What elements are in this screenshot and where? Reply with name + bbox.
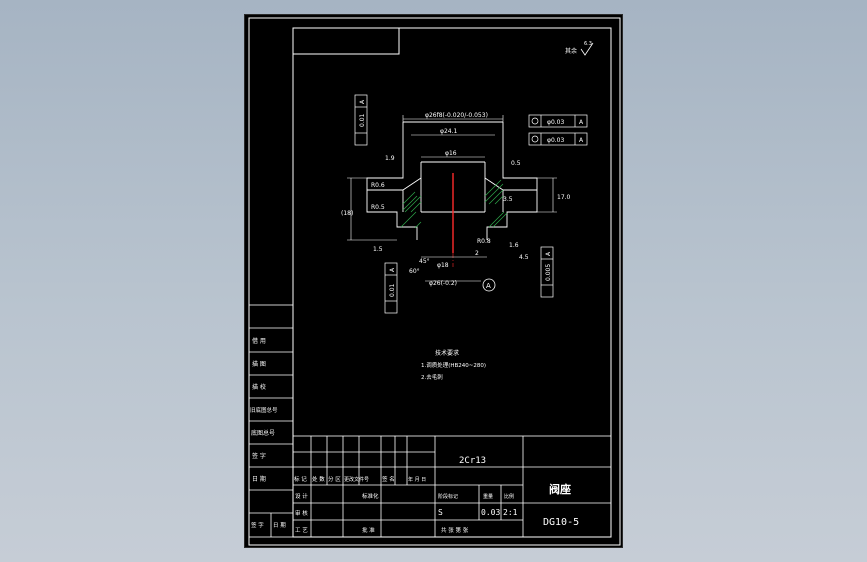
datum-label: A	[486, 282, 491, 290]
dim-d-mid: φ24.1	[440, 128, 458, 135]
weight-value: 0.03	[481, 508, 500, 517]
drawing-number-box	[292, 27, 400, 55]
scale-value: 2:1	[503, 508, 518, 517]
tol-perp-right-datum: A	[545, 251, 552, 256]
role-process: 工 艺	[295, 527, 308, 534]
dim-l-b: 4.5	[519, 254, 529, 261]
stage-header: 阶段标记	[438, 493, 458, 500]
sheets-text: 共 张 第 张	[441, 526, 469, 534]
tol-coax-2: φ0.03	[547, 137, 565, 144]
cad-viewport[interactable]: 其余 6.3	[244, 14, 623, 548]
dim-angle-b: 45°	[419, 258, 430, 265]
dim-r-top: R0.6	[371, 182, 385, 189]
tol-perp-right: 0.005	[545, 264, 552, 281]
dim-l-e: 3.5	[503, 196, 513, 203]
section-hatch	[400, 179, 508, 229]
left-strip-2: 描 图	[252, 360, 266, 368]
dim-l-c: 1.9	[385, 155, 395, 162]
tol-frame-top-left	[354, 94, 368, 146]
tech-req-item-2: 2.去毛刺	[421, 373, 443, 381]
dim-d-outer: φ26f8(-0.020/-0.053)	[425, 112, 488, 119]
role-review: 审 核	[295, 509, 308, 517]
roughness-value: 6.3	[584, 41, 592, 47]
left-strip-3: 描 校	[252, 383, 266, 391]
tol-frame-right	[540, 246, 554, 298]
left-strip-7: 日 期	[252, 475, 266, 483]
material: 2Cr13	[459, 456, 486, 466]
dim-r-bottom: R0.8	[477, 238, 491, 245]
dim-l-f: 1.6	[509, 242, 519, 249]
dim-l-a: 1.5	[373, 246, 383, 253]
left-strip-grid	[248, 304, 294, 538]
rev-header-1: 标 记	[294, 475, 307, 483]
tol-perp-top-left-datum: A	[359, 99, 366, 104]
tol-coax-1: φ0.03	[547, 119, 565, 126]
left-strip-5: 底图总号	[251, 429, 275, 437]
tech-req-item-1: 1.调质处理(HB240~280)	[421, 361, 486, 369]
dim-r-left: R0.5	[371, 204, 385, 211]
part-section	[366, 121, 538, 240]
dim-l-d: 0.5	[511, 160, 521, 167]
left-strip-extra-2: 日 期	[273, 522, 286, 529]
rev-header-5: 签 名	[382, 475, 395, 483]
tol-coax-datum-2: A	[579, 137, 584, 144]
drawing-sheet: 其余 6.3	[248, 17, 621, 546]
left-strip-1: 借 用	[252, 337, 266, 345]
rev-header-4: 更改文件号	[344, 476, 369, 483]
left-strip-4: 旧底图总号	[250, 406, 278, 414]
dim-d-small: φ18	[437, 262, 449, 269]
tol-perp-bottom-left: 0.01	[389, 283, 396, 297]
tol-frame-coax	[528, 114, 588, 146]
dim-angle-c: 2	[475, 250, 479, 257]
tol-perp-top-left: 0.01	[359, 113, 366, 127]
part-title: 阀座	[549, 482, 571, 496]
approve-label: 批 准	[362, 526, 375, 534]
dimension-lines	[347, 115, 557, 282]
rev-header-3: 分 区	[328, 475, 341, 483]
drawing-number: DG10-5	[543, 517, 579, 528]
roughness-symbol-icon	[580, 42, 594, 56]
role-design: 设 计	[295, 492, 308, 500]
title-block-grid	[292, 435, 612, 538]
dim-angle-a: 60°	[409, 268, 420, 275]
dim-h-right: 17.0	[557, 194, 571, 201]
dim-d-bottom: φ26(-0.2)	[429, 280, 457, 287]
left-strip-extra-1: 签 字	[251, 521, 264, 529]
dim-d-bore: φ16	[445, 150, 457, 157]
datum-circle	[482, 278, 496, 292]
dim-h-total: (18)	[341, 210, 353, 217]
tech-req-heading: 技术要求	[435, 349, 459, 357]
tol-coax-datum-1: A	[579, 119, 584, 126]
stage-value: S	[438, 508, 443, 517]
left-strip-6: 签 字	[252, 452, 266, 460]
tol-perp-bottom-left-datum: A	[389, 267, 396, 272]
std-label: 标准化	[362, 492, 379, 500]
rev-header-6: 年 月 日	[408, 476, 426, 483]
roughness-note: 其余	[565, 47, 577, 55]
rev-header-2: 处 数	[312, 475, 325, 483]
outer-frame	[248, 17, 621, 546]
tol-frame-bottom-left	[384, 262, 398, 314]
weight-header: 重量	[483, 493, 493, 500]
scale-header: 比例	[504, 493, 514, 500]
